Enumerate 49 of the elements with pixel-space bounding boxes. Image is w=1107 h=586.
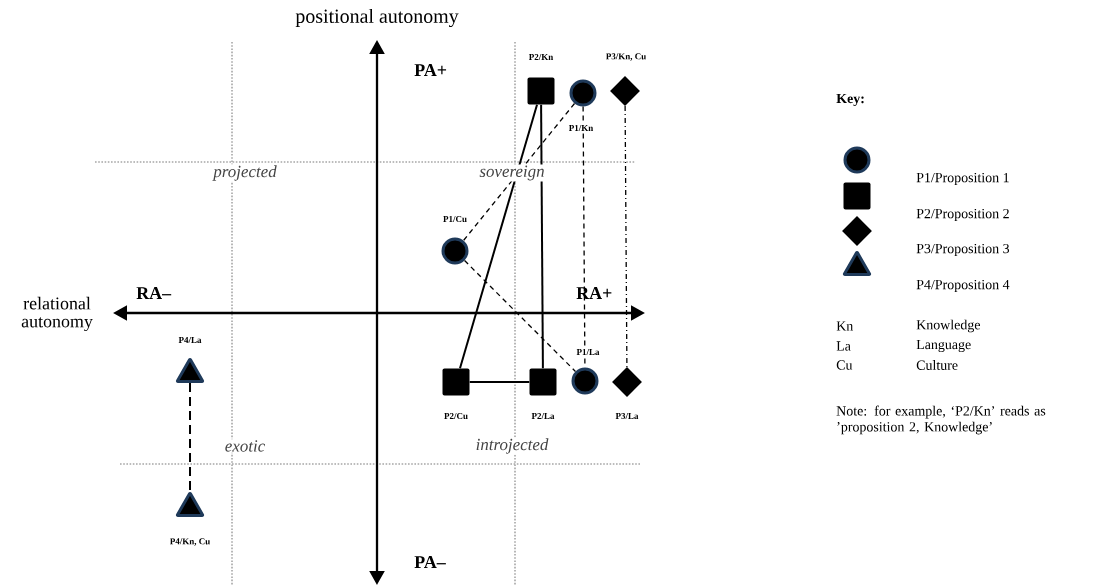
legend-label: P2/Proposition 2 (916, 208, 1009, 222)
axis-end-label: PA+ (414, 64, 447, 76)
point-label: P4/La (177, 336, 203, 344)
point-label: P1/La (575, 348, 601, 356)
connector-line (189, 382, 191, 491)
abbreviation-meaning: Language (916, 339, 971, 353)
note: Note: for example, ‘P2/Kn’ reads as ’proposition 2, Knowledge’ (836, 405, 1046, 435)
axis-end-label: RA+ (576, 287, 612, 299)
region-label: exotic (223, 439, 267, 453)
point-label: P2/Cu (443, 411, 469, 420)
abbreviation: La (836, 341, 851, 351)
point-label: P1/Cu (442, 214, 468, 223)
connector-line (624, 105, 628, 368)
circle-marker (569, 79, 597, 107)
point-label: P3/La (614, 412, 640, 420)
diamond-marker (612, 367, 642, 397)
connector-line (540, 103, 544, 370)
triangle-marker (175, 492, 205, 517)
connector-line (468, 381, 531, 383)
connector-line (459, 103, 538, 370)
abbreviation-meaning: Culture (916, 360, 958, 370)
square-marker (529, 368, 557, 396)
square-marker (442, 368, 470, 396)
connector-line (463, 259, 577, 373)
abbreviation: Kn (836, 321, 854, 331)
region-label: projected (212, 164, 278, 182)
region-label: sovereign (478, 164, 546, 182)
key-heading: Key: (836, 93, 864, 107)
point-label: P2/La (530, 412, 556, 420)
circle-marker (571, 367, 599, 395)
circle-marker (441, 237, 469, 265)
axis-end-label: PA– (414, 556, 446, 568)
legend-label: P3/Proposition 3 (916, 243, 1010, 257)
abbreviation-meaning: Knowledge (916, 319, 980, 333)
axis-title: relational autonomy (21, 296, 93, 332)
axis-title: positional autonomy (295, 8, 459, 28)
triangle-marker (175, 358, 205, 383)
point-label: P3/Kn, Cu (604, 52, 648, 62)
point-label: P4/Kn, Cu (168, 537, 212, 547)
legend-label: P1/Proposition 1 (916, 172, 1009, 186)
point-label: P2/Kn (527, 53, 555, 61)
axis-end-label: RA– (136, 287, 172, 299)
square-marker (527, 77, 555, 105)
region-label: introjected (474, 437, 550, 455)
connector-line (462, 102, 576, 242)
point-label: P1/Kn (567, 124, 595, 132)
legend-label: P4/Proposition 4 (916, 279, 1010, 293)
diamond-marker (610, 76, 640, 106)
abbreviation: Cu (836, 360, 853, 370)
